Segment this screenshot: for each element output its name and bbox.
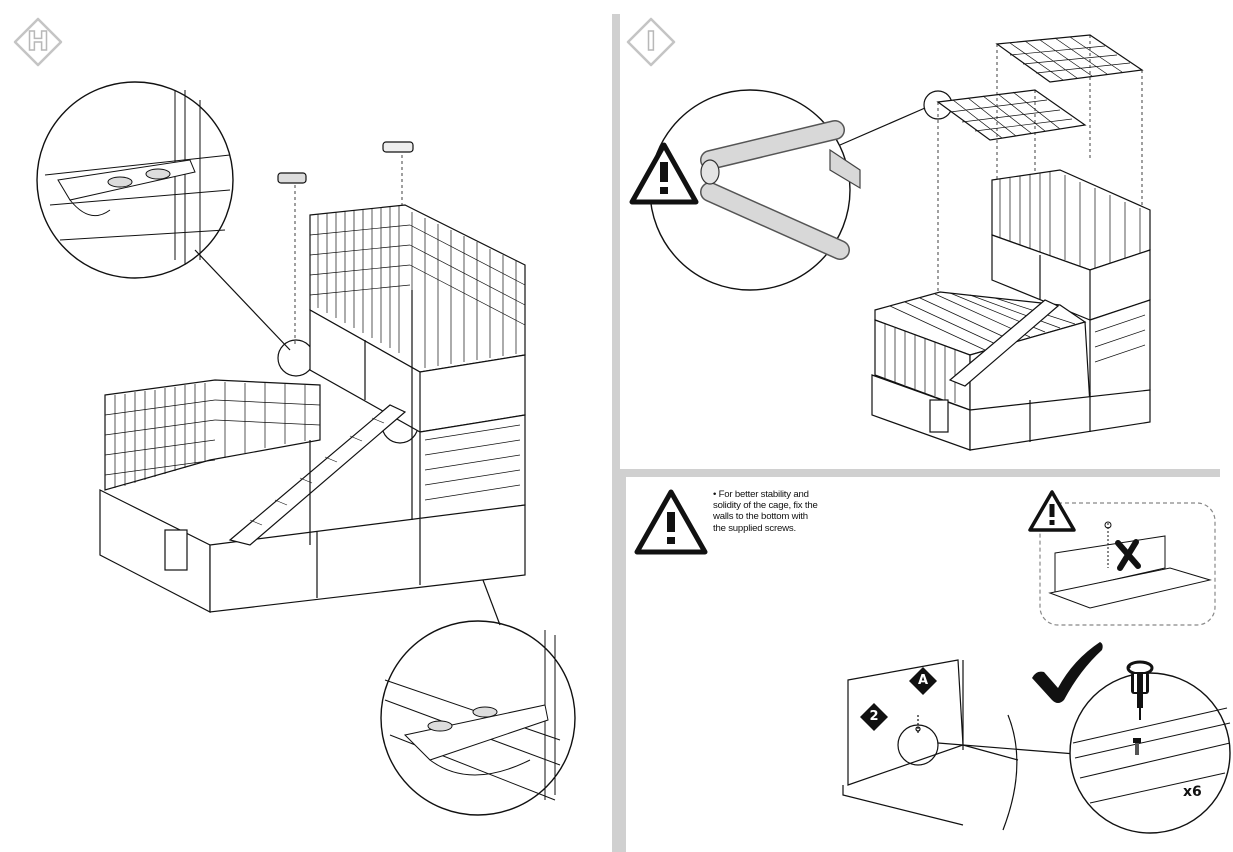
step-label-i: I xyxy=(645,26,656,58)
step-i-illustration xyxy=(629,34,1151,451)
step-badge-i: I xyxy=(626,17,676,67)
warning-triangle-icon xyxy=(634,489,708,555)
diamond-icon xyxy=(626,17,676,67)
warning-triangle-icon xyxy=(629,142,699,205)
step-h-illustration xyxy=(36,81,576,816)
screw-zoom-circle xyxy=(1069,672,1231,834)
quantity-label: x6 xyxy=(1183,784,1202,800)
wall-panel-detail xyxy=(842,659,1089,831)
check-mark-icon xyxy=(1032,642,1103,703)
warning-triangle-icon xyxy=(1028,490,1076,532)
diamond-icon xyxy=(13,17,63,67)
part-marker-2: 2 xyxy=(869,709,879,724)
stability-note: • For better stability and solidity of t… xyxy=(713,489,818,534)
cross-icon xyxy=(1115,539,1141,571)
step-label-h: H xyxy=(26,26,49,58)
vertical-divider xyxy=(612,14,620,852)
horizontal-divider xyxy=(620,469,1220,477)
step-badge-h: H xyxy=(13,17,63,67)
screwdriver-icon xyxy=(1126,660,1154,720)
screw-icon xyxy=(1133,738,1141,755)
bottom-left-divider xyxy=(620,477,626,852)
incorrect-inset xyxy=(1028,490,1216,626)
part-marker-a: A xyxy=(917,673,929,688)
